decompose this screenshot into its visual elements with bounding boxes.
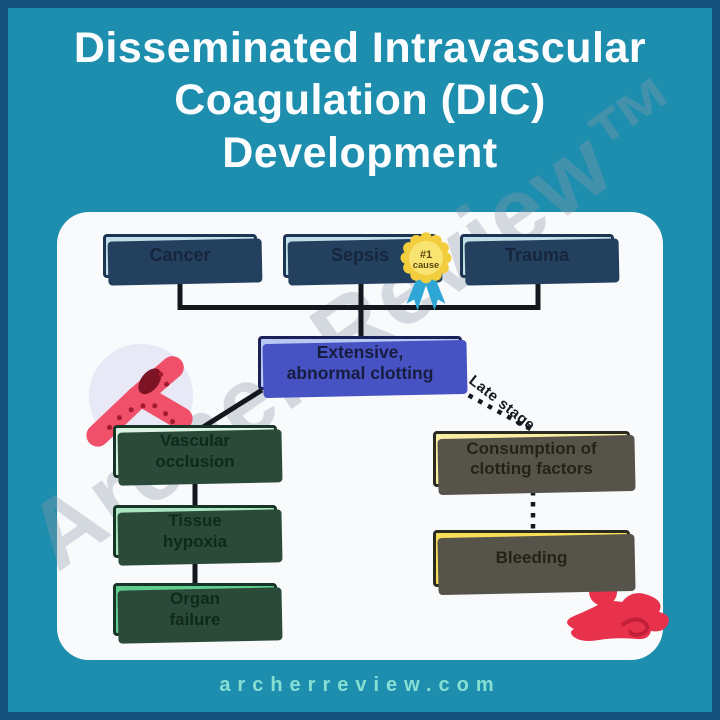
box-line: occlusion (155, 451, 235, 471)
box-line: failure (169, 609, 221, 629)
box-line: Organ (169, 589, 221, 609)
box-consumption-clotting-factors: Consumption of clotting factors (433, 431, 630, 487)
number-one-cause-badge-icon: #1 cause (400, 232, 452, 311)
page-title: Disseminated Intravascular Coagulation (… (0, 22, 720, 179)
box-tissue-hypoxia: Tissue hypoxia (113, 505, 277, 558)
title-line-3: Development (222, 128, 498, 177)
box-line: clotting factors (470, 459, 593, 478)
website-url: archerreview.com (219, 674, 501, 696)
title-line-2: Coagulation (DIC) (174, 76, 546, 125)
box-bleeding: Bleeding (433, 530, 630, 587)
cause-label: Sepsis (330, 245, 390, 266)
cause-label: Trauma (504, 245, 570, 266)
central-box-clotting: Extensive, abnormal clotting (258, 336, 462, 390)
badge-rank-text: #1 (420, 249, 432, 261)
cause-label: Cancer (149, 245, 211, 266)
box-line: Vascular (160, 431, 230, 451)
box-line: Bleeding (495, 548, 568, 568)
box-organ-failure: Organ failure (113, 583, 277, 636)
central-line-1: Extensive, (316, 342, 404, 363)
box-line: Tissue (168, 511, 222, 531)
title-line-1: Disseminated Intravascular (73, 24, 647, 72)
box-line: Consumption of (466, 438, 597, 458)
cause-box-cancer: Cancer (103, 234, 257, 278)
central-line-2: abnormal clotting (286, 363, 434, 383)
box-line: hypoxia (162, 531, 228, 551)
box-vascular-occlusion: Vascular occlusion (113, 425, 277, 478)
badge-cause-text: cause (413, 260, 439, 270)
cause-box-trauma: Trauma (460, 234, 614, 278)
